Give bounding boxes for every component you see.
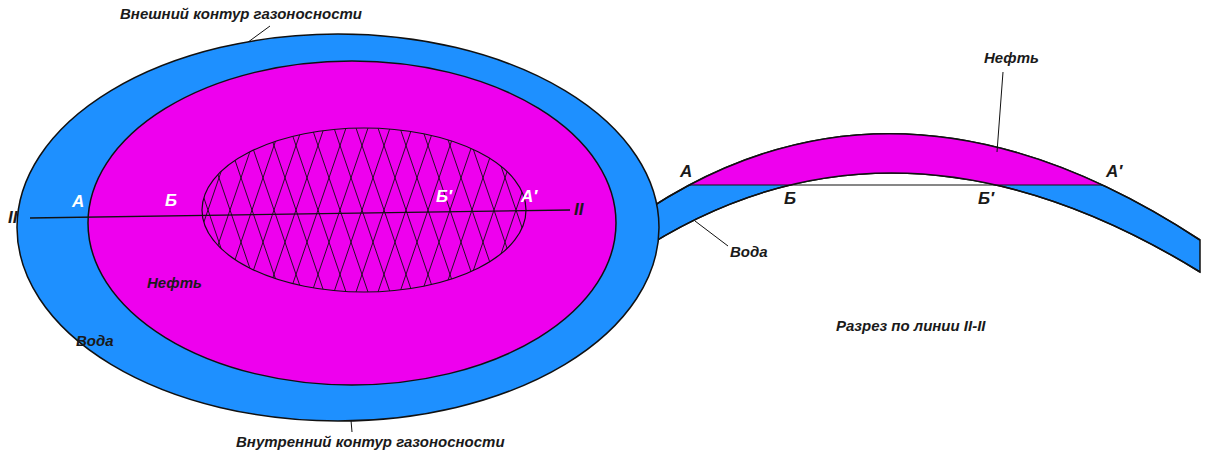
water-zone: Вода Нефть bbox=[16, 33, 660, 422]
water-layer bbox=[612, 134, 1200, 272]
inner-contour bbox=[202, 128, 526, 292]
point-letter: Б′ bbox=[978, 190, 994, 209]
leader-line bbox=[997, 72, 1003, 152]
caption-label: Вода bbox=[730, 244, 768, 261]
point-letter: II bbox=[8, 209, 17, 228]
point-letter: А′ bbox=[1106, 163, 1122, 182]
leader-line bbox=[695, 221, 728, 246]
point-letter: А bbox=[72, 193, 84, 212]
zone-label: Нефть bbox=[147, 275, 202, 292]
point-letter: Б bbox=[165, 192, 177, 211]
oil-lens bbox=[612, 134, 1200, 185]
point-letter: II bbox=[574, 201, 583, 220]
zone-label: Вода bbox=[76, 333, 114, 350]
point-letter: А bbox=[680, 163, 692, 182]
caption-label: Нефть bbox=[984, 50, 1039, 67]
point-letter: Б′ bbox=[436, 188, 452, 207]
caption-label: Внешний контур газоносности bbox=[120, 6, 362, 23]
caption-label: Разрез по линии II-II bbox=[836, 318, 986, 335]
point-letter: Б bbox=[784, 190, 796, 209]
zone-outline bbox=[87, 60, 617, 386]
contact-line bbox=[690, 184, 1102, 185]
layer-bottom bbox=[612, 173, 1200, 272]
point-letter: А′ bbox=[521, 188, 537, 207]
caption-label: Внутренний контур газоносности bbox=[236, 434, 505, 451]
oil-zone: Нефть bbox=[87, 60, 617, 386]
